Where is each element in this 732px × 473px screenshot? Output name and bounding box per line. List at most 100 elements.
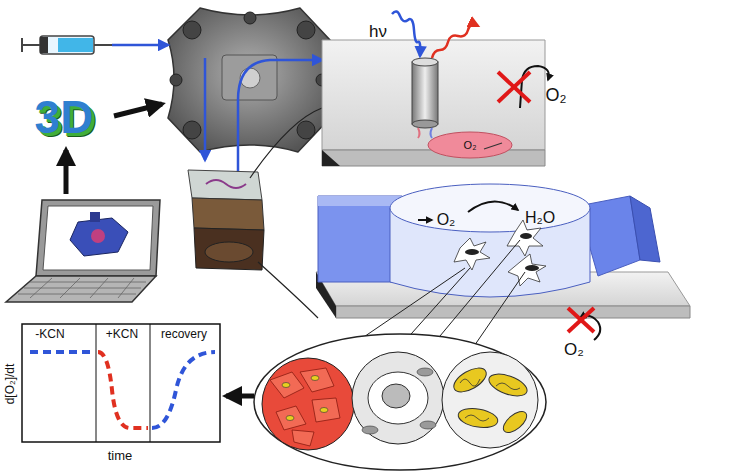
syringe [22,36,112,54]
sensor-label: O₂ [464,139,477,151]
cell-zoom [312,398,340,422]
flow-arrows [204,58,207,160]
microfluidic-device [170,12,328,139]
oxygen-rate-chart [22,324,220,442]
flow-channel [318,184,660,297]
cell-zoom [450,363,530,436]
light-waves [432,25,478,58]
chemical-label: O₂ [564,341,584,360]
flow-channel [525,265,539,271]
sensor-plate [418,128,420,138]
cell-zoom [465,415,489,421]
cell-zoom [270,368,340,446]
sensor-plate [412,62,438,124]
device-model [70,218,128,256]
assembled-chip [188,170,262,200]
process-arrows [114,104,162,116]
laptop [18,278,146,298]
assembled-chip [192,198,264,230]
oxygen-rate-chart [98,352,148,428]
flow-arrows [112,45,322,175]
blocked-oxygen [498,66,549,108]
sensor-plate [322,150,545,166]
microfluidic-device [168,8,330,152]
flow-arrows [112,44,168,47]
chart-label: time [108,449,133,463]
laptop [6,276,156,302]
flow-channel [520,233,532,239]
cell-zoom [460,379,520,421]
flow-channel [318,196,402,206]
cell-zoom [320,408,328,413]
blocked-oxygen [498,72,530,102]
laptop [118,278,134,298]
bottom-plate [336,306,690,318]
cell-zoom [276,406,306,430]
assembled-chip [194,228,264,270]
cell-zoom [368,372,428,424]
syringe [22,44,40,46]
assembled-chip [188,170,264,270]
blocked-oxygen [520,66,549,108]
oxygen-rate-chart [152,352,215,428]
cell-zoom [457,406,500,431]
zoom-lines [250,108,322,178]
oxygen-rate-chart [30,350,90,354]
cell-zoom [417,368,433,376]
syringe [94,44,112,46]
sensor-plate [412,120,438,128]
chemical-label: O₂ [437,211,456,229]
cell-zoom [486,370,530,401]
cells [454,220,546,286]
cell-zoom [254,334,546,470]
sensor-plate [322,150,340,166]
cell-zoom [292,430,314,446]
microfluidic-device [297,121,315,139]
microfluidic-device [297,21,315,39]
cell-zoom [382,384,410,408]
device-model [91,229,105,243]
microfluidic-device [244,12,256,24]
microfluidic-device [183,121,201,139]
laptop [36,200,160,276]
flow-channel [465,249,479,255]
cell-zoom [352,352,444,444]
oxygen-sensor-spot: O₂ [427,131,513,159]
microfluidic-device [222,55,277,100]
sensor-disc [428,132,512,158]
oxygen-rate-chart [150,324,151,442]
blocked-oxygen [568,308,594,332]
flow-channel [390,184,590,232]
cell-zoom [362,368,436,434]
sensor-plate [322,40,545,166]
syringe [21,38,23,52]
sensor-plate [431,128,433,138]
cell-zoom [254,334,546,470]
laptop [30,278,52,298]
device-model [90,212,100,222]
flow-channel [318,196,402,282]
syringe [58,38,93,52]
assembled-chip [205,242,253,262]
cell-zoom [300,368,334,392]
cell-zoom [442,352,538,448]
step-label: 3D [35,92,94,143]
oxygen-rate-chart [22,324,220,442]
chart-label: d[O₂]/dt [4,364,17,405]
cell-zoom [262,358,354,450]
microfluidic-device [168,8,330,152]
cell-zoom [270,372,304,398]
cell-zoom [282,383,290,388]
flow-channel [630,196,660,262]
zoom-lines [250,108,322,318]
process-arrows [64,150,69,194]
cell-zoom [282,376,328,421]
blocked-oxygen [568,308,594,332]
zoom-lines [258,262,318,318]
cells [508,254,546,286]
cell-zoom [420,421,436,429]
chart-label: +KCN [106,328,138,341]
cell-zoom [286,416,294,421]
